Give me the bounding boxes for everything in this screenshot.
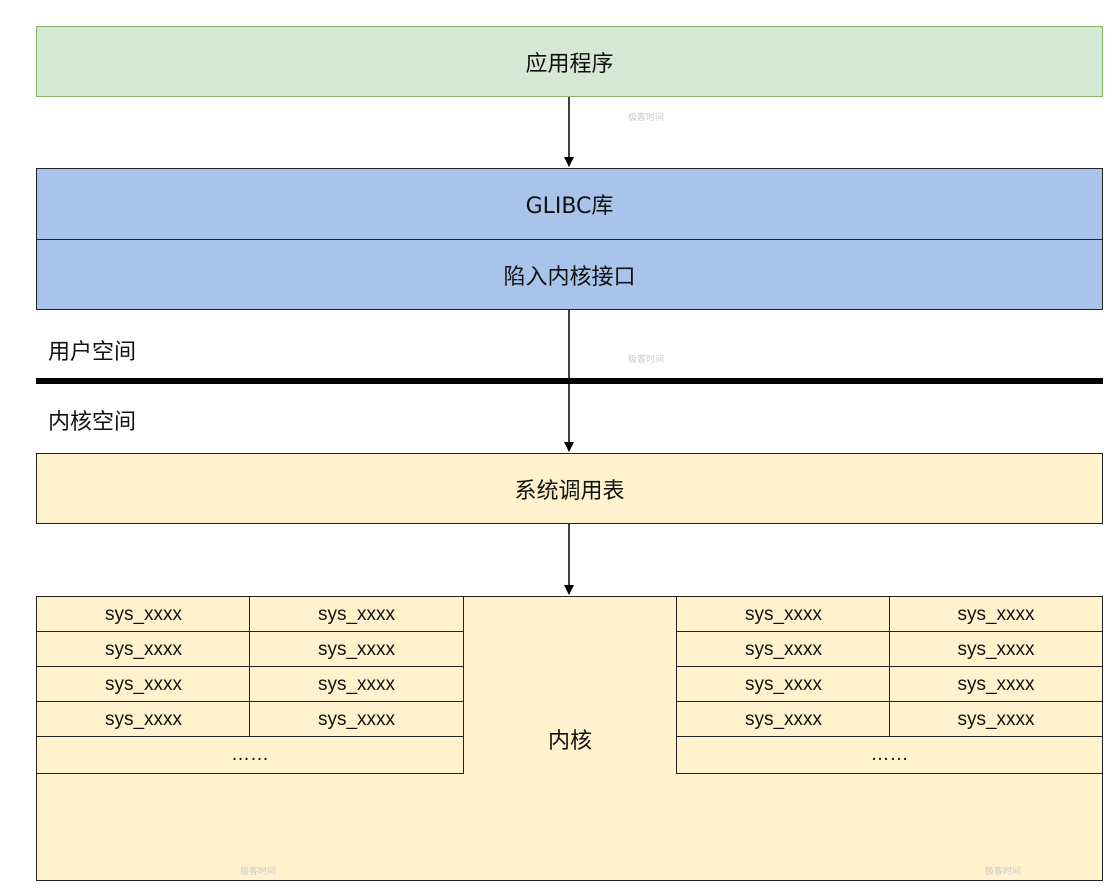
right-table-cell: sys_xxxx [889, 666, 1103, 703]
watermark: 极客时间 [240, 867, 277, 877]
user-space-label: 用户空间 [48, 340, 137, 365]
kernel-space-label: 内核空间 [48, 410, 137, 435]
right-table-cell: sys_xxxx [676, 596, 891, 633]
glibc-label: GLIBC库 [525, 194, 614, 219]
left-table-cell: sys_xxxx [249, 631, 464, 668]
application-label: 应用程序 [525, 51, 614, 77]
space-divider [36, 378, 1103, 384]
left-table-more: …… [36, 736, 464, 774]
left-table-cell: sys_xxxx [36, 701, 251, 738]
watermark: 极客时间 [628, 355, 665, 365]
right-table-cell: sys_xxxx [676, 701, 891, 738]
left-table-cell: sys_xxxx [36, 631, 251, 668]
right-table-cell: sys_xxxx [889, 631, 1103, 668]
watermark: 极客时间 [985, 867, 1022, 877]
left-table-cell: sys_xxxx [36, 666, 251, 703]
right-table-cell: sys_xxxx [889, 596, 1103, 633]
right-table-cell: sys_xxxx [889, 701, 1103, 738]
right-table-cell: sys_xxxx [676, 631, 891, 668]
syscall-table-box: 系统调用表 [36, 453, 1103, 524]
application-box: 应用程序 [36, 26, 1103, 97]
left-table-cell: sys_xxxx [249, 701, 464, 738]
trap-interface-label: 陷入内核接口 [503, 264, 636, 290]
trap-interface-box: 陷入内核接口 [36, 239, 1103, 310]
left-table-cell: sys_xxxx [249, 666, 464, 703]
syscall-table-label: 系统调用表 [514, 478, 625, 504]
watermark: 极客时间 [628, 113, 665, 123]
glibc-box: GLIBC库 [36, 168, 1103, 240]
right-table-cell: sys_xxxx [676, 666, 891, 703]
kernel-label: 内核 [547, 729, 592, 754]
left-table-cell: sys_xxxx [36, 596, 251, 633]
left-table-cell: sys_xxxx [249, 596, 464, 633]
right-table-more: …… [676, 736, 1103, 774]
